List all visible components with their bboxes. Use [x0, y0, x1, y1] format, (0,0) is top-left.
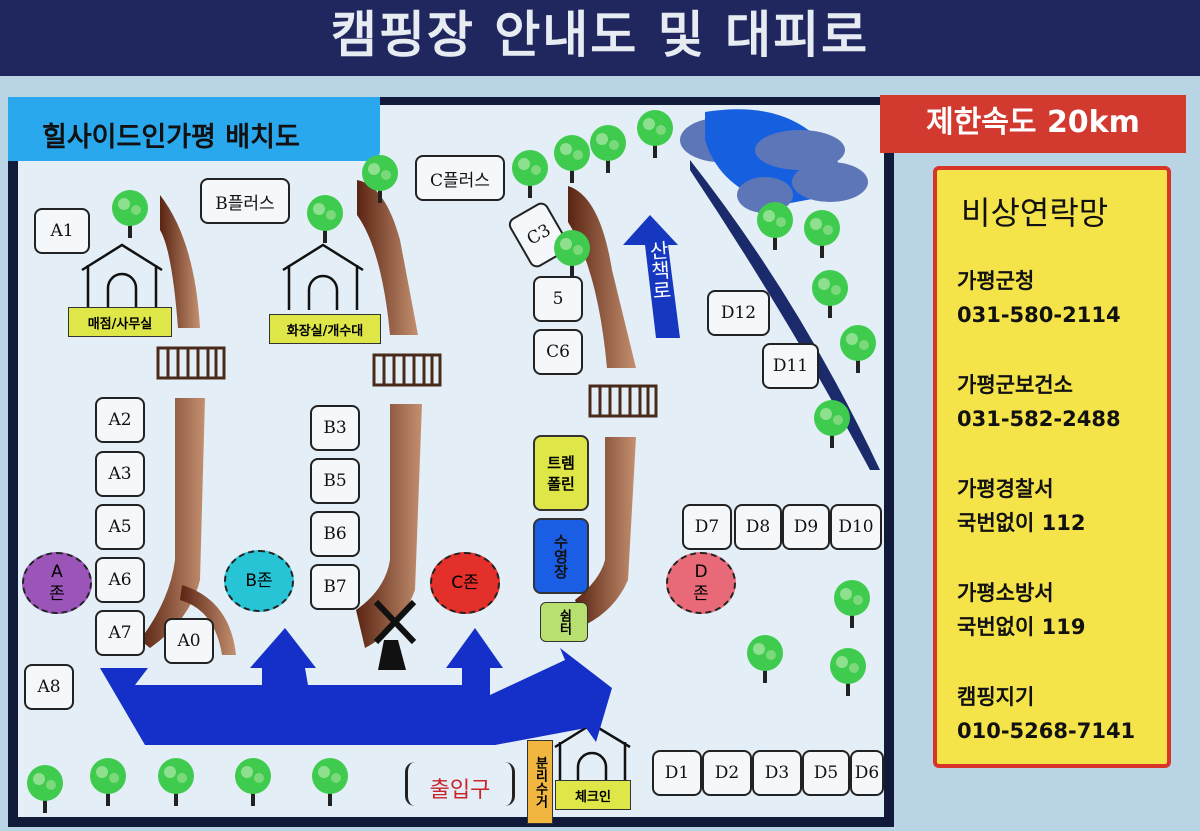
tree-icon — [25, 763, 65, 813]
site-a6[interactable]: A6 — [95, 557, 145, 603]
entrance-label: 출입구 — [405, 762, 515, 806]
site-a0[interactable]: A0 — [164, 618, 214, 664]
tree-icon — [588, 123, 628, 173]
tree-icon — [552, 228, 592, 278]
site-d10[interactable]: D10 — [830, 504, 882, 550]
tree-icon — [755, 200, 795, 250]
path — [356, 404, 422, 648]
path — [140, 398, 205, 648]
site-d1[interactable]: D1 — [652, 750, 702, 796]
tree-icon — [310, 756, 350, 806]
site-d5[interactable]: D5 — [802, 750, 850, 796]
zone-d[interactable]: D 존 — [666, 552, 736, 614]
map-label: 힐사이드인가평 배치도 — [8, 97, 380, 161]
windmill-icon — [373, 599, 417, 670]
site-d2[interactable]: D2 — [702, 750, 752, 796]
site-b3[interactable]: B3 — [310, 405, 360, 451]
evacuation-arrow — [100, 628, 612, 745]
tree-icon — [88, 756, 128, 806]
bridge-icon — [372, 353, 442, 387]
store-office-label: 매점/사무실 — [68, 307, 172, 337]
site-b7[interactable]: B7 — [310, 564, 360, 610]
tree-icon — [828, 646, 868, 696]
site-a2[interactable]: A2 — [95, 397, 145, 443]
site-d3[interactable]: D3 — [752, 750, 802, 796]
speed-limit-sign: 제한속도 20km — [880, 95, 1186, 153]
tree-icon — [838, 323, 878, 373]
pool-label: 수영장 — [533, 518, 589, 594]
site-d12[interactable]: D12 — [707, 290, 770, 336]
zone-a[interactable]: A 존 — [22, 552, 92, 614]
tree-icon — [810, 268, 850, 318]
tree-icon — [360, 153, 400, 203]
restroom-label: 화장실/개수대 — [269, 314, 381, 344]
site-a5[interactable]: A5 — [95, 504, 145, 550]
emergency-heading: 비상연락망 — [961, 194, 1109, 232]
tree-icon — [552, 133, 592, 183]
zone-c[interactable]: C존 — [430, 552, 500, 614]
recycling-label: 분리수거 — [527, 740, 553, 824]
path — [568, 186, 636, 368]
page-title: 캠핑장 안내도 및 대피로 — [0, 0, 1200, 76]
site-d6[interactable]: D6 — [850, 750, 884, 796]
site-c6[interactable]: C6 — [533, 329, 583, 375]
site-c-plus[interactable]: C플러스 — [415, 155, 505, 201]
site-a1[interactable]: A1 — [34, 208, 90, 254]
building-icon — [81, 243, 163, 310]
tree-icon — [305, 193, 345, 243]
pond — [680, 109, 868, 213]
tree-icon — [156, 756, 196, 806]
tree-icon — [510, 148, 550, 198]
site-d11[interactable]: D11 — [762, 343, 819, 389]
road — [690, 160, 880, 470]
tree-icon — [635, 108, 675, 158]
path — [575, 437, 636, 625]
shelter-label: 쉼터 — [540, 602, 588, 642]
bridge-icon — [156, 346, 226, 380]
site-c5[interactable]: 5 — [533, 276, 583, 322]
site-b6[interactable]: B6 — [310, 511, 360, 557]
path — [160, 195, 200, 328]
site-b5[interactable]: B5 — [310, 458, 360, 504]
checkin-label: 체크인 — [555, 780, 631, 810]
site-d8[interactable]: D8 — [734, 504, 782, 550]
tree-icon — [110, 188, 150, 238]
tree-icon — [812, 398, 852, 448]
site-a8[interactable]: A8 — [24, 664, 74, 710]
site-d7[interactable]: D7 — [682, 504, 732, 550]
bridge-icon — [588, 384, 658, 418]
trampoline-label: 트렘 폴린 — [533, 435, 589, 511]
path — [180, 585, 236, 655]
site-a3[interactable]: A3 — [95, 451, 145, 497]
tree-icon — [802, 208, 842, 258]
zone-b[interactable]: B존 — [224, 550, 294, 612]
site-b-plus[interactable]: B플러스 — [200, 178, 290, 224]
trail-arrow — [623, 215, 680, 338]
trail-label: 산책로 — [644, 239, 674, 301]
tree-icon — [745, 633, 785, 683]
site-a7[interactable]: A7 — [95, 610, 145, 656]
path — [357, 180, 418, 335]
building-icon — [282, 243, 364, 310]
tree-icon — [233, 756, 273, 806]
tree-icon — [832, 578, 872, 628]
site-d9[interactable]: D9 — [782, 504, 830, 550]
